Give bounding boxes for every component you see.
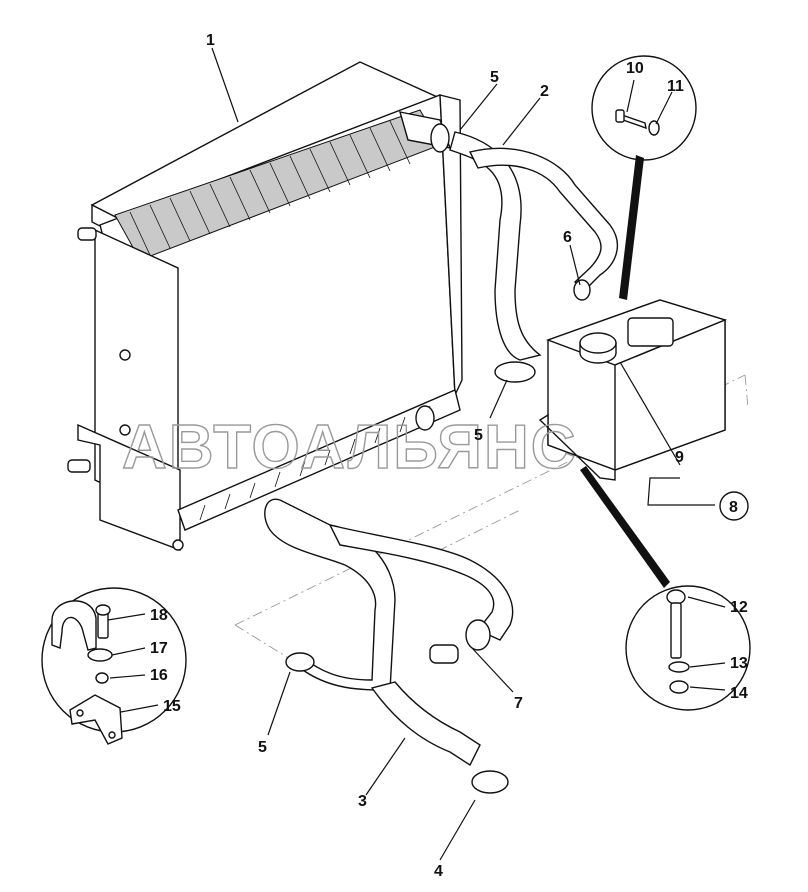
callout-18: 18 xyxy=(150,607,168,624)
lower-hose xyxy=(264,498,514,794)
watermark: АВТОАЛЬЯНС xyxy=(122,413,578,482)
callout-numbers: 1 2 5 6 5 10 11 9 8 12 13 14 18 17 16 15… xyxy=(150,32,748,880)
callout-2: 2 xyxy=(540,83,549,100)
callout-3: 3 xyxy=(358,793,367,810)
callout-13: 13 xyxy=(730,655,748,672)
detail-circle-bolt-washer xyxy=(591,55,697,300)
callout-9: 9 xyxy=(675,449,684,466)
callout-15: 15 xyxy=(163,698,181,715)
callout-6: 6 xyxy=(563,229,572,246)
callout-12: 12 xyxy=(730,599,748,616)
callout-16: 16 xyxy=(150,667,168,684)
detail-circle-bracket xyxy=(41,587,187,745)
callout-10: 10 xyxy=(626,60,644,77)
callout-5-clamp: 5 xyxy=(474,427,483,444)
callout-5-upper: 5 xyxy=(490,69,499,86)
callout-7: 7 xyxy=(514,695,523,712)
callout-14: 14 xyxy=(730,685,748,702)
callout-17: 17 xyxy=(150,640,168,657)
callout-1: 1 xyxy=(206,32,215,49)
upper-hose xyxy=(449,131,619,383)
callout-4: 4 xyxy=(434,863,443,880)
expansion-tank xyxy=(538,299,728,481)
callout-11: 11 xyxy=(667,78,684,95)
leader-lines xyxy=(107,47,749,861)
detail-circle-bolt-washers xyxy=(580,466,751,711)
callout-5-lower: 5 xyxy=(258,739,267,756)
callout-8: 8 xyxy=(729,499,738,516)
radiator xyxy=(67,61,463,552)
